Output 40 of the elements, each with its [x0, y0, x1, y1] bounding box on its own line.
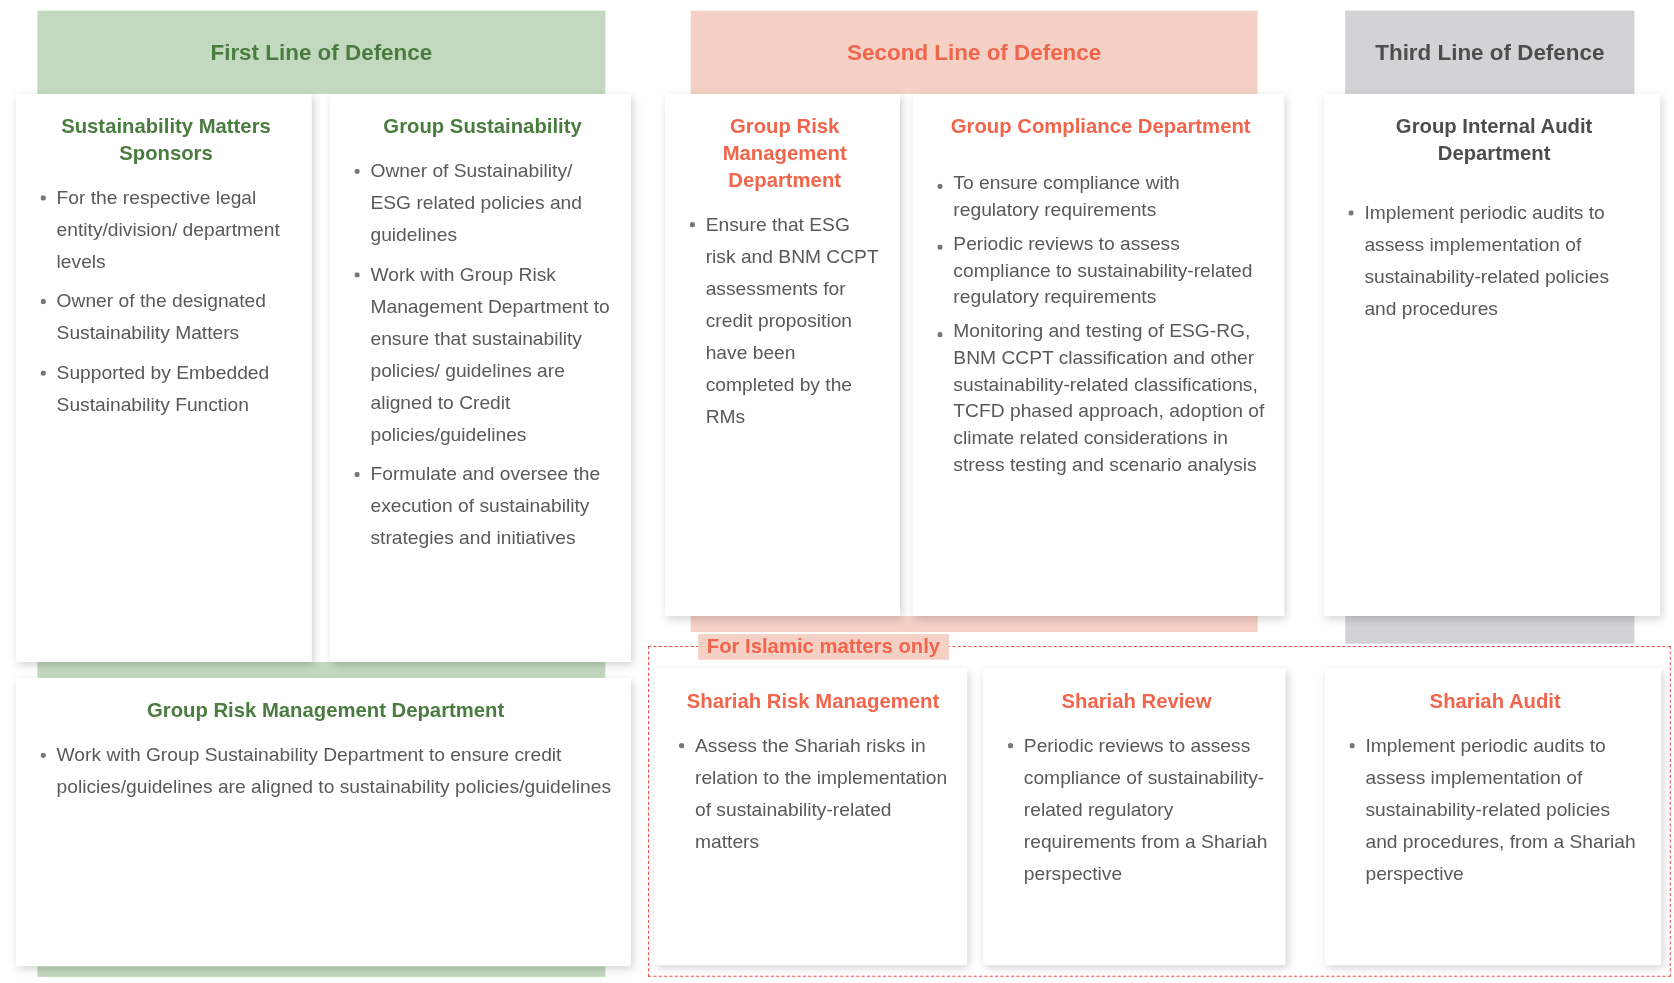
bullet-item: To ensure compliance with regulatory requirements: [953, 169, 1270, 224]
responsibility-card: [1323, 93, 1661, 616]
bullet-item: Work with Group Risk Management Department to ensure that sustainability policies/ guidelines are aligned to Credit policies/guidelines: [370, 258, 616, 451]
responsibility-card: [912, 93, 1285, 616]
bullet-item: Monitoring and testing of ESG-RG, BNM CCPT classification and other sustainability-related classifications, TCFD phased approach, adoption of climate related considerations in stress testing and scenario analysis: [953, 318, 1270, 479]
card-heading: Shariah Risk Management: [685, 688, 941, 715]
card-heading: Group Compliance Department: [949, 114, 1252, 140]
column-band: [1345, 10, 1635, 94]
column-heading: Second Line of Defence: [846, 38, 1103, 67]
bullet-item: Owner of the designated Sustainability Matters: [56, 285, 297, 350]
bullet-item: Implement periodic audits to assess implementation of sustainability-related policies and procedures: [1364, 196, 1646, 325]
bullet-item: Periodic reviews to assess compliance of sustainability-related regulatory requirements from a Shariah perspective: [1023, 729, 1271, 890]
responsibility-card: [665, 93, 900, 616]
column-heading: Third Line of Defence: [1374, 38, 1606, 67]
card-heading: Group Risk Management Department: [721, 114, 848, 194]
card-heading: Shariah Audit: [1428, 688, 1562, 715]
card-heading: Shariah Review: [1060, 688, 1213, 715]
bullet-item: For the respective legal entity/division/ department levels: [56, 181, 297, 278]
responsibility-card: [654, 668, 968, 966]
responsibility-card: [1324, 668, 1662, 966]
card-heading: Sustainability Matters Sponsors: [60, 114, 272, 167]
responsibility-card: [16, 93, 312, 662]
column-band: [37, 10, 606, 94]
responsibility-card: [16, 677, 631, 967]
responsibility-card: [983, 668, 1286, 966]
bullet-item: Formulate and oversee the execution of sustainability strategies and initiatives: [370, 458, 616, 555]
column-heading: First Line of Defence: [209, 38, 434, 67]
card-heading: Group Risk Management Department: [145, 698, 506, 724]
card-heading: Group Internal Audit Department: [1394, 114, 1594, 167]
responsibility-card: [329, 93, 631, 662]
bullet-item: Work with Group Sustainability Department to ensure credit policies/guidelines are aligned to sustainability policies/guidelines: [56, 738, 616, 803]
bullet-item: Implement periodic audits to assess implementation of sustainability-related policies and procedures, from a Shariah perspective: [1365, 729, 1647, 890]
bullet-item: Owner of Sustainability/ ESG related policies and guidelines: [370, 154, 616, 251]
bullet-item: Periodic reviews to assess compliance to sustainability-related regulatory requirements: [953, 230, 1270, 311]
bullet-item: Assess the Shariah risks in relation to the implementation of sustainability-related matters: [695, 729, 953, 858]
column-band: [690, 10, 1258, 94]
bullet-item: Ensure that ESG risk and BNM CCPT assessments for credit proposition have been completed by the RMs: [705, 208, 886, 433]
card-heading: Group Sustainability: [382, 114, 583, 140]
bullet-item: Supported by Embedded Sustainability Function: [56, 356, 297, 421]
region-label: For Islamic matters only: [698, 634, 949, 660]
